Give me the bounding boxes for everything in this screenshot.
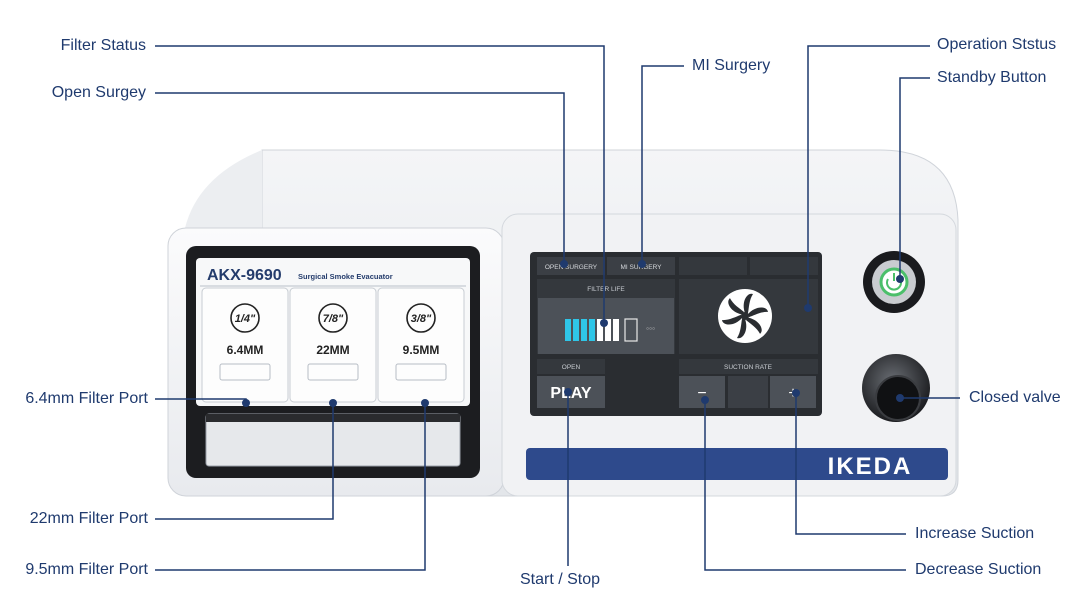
port-mm-label: 22MM [316,343,349,357]
callout-operation-status: Operation Ststus [937,36,1057,53]
port-size-label: 1/4" [235,313,256,325]
filter-life-bar [589,319,595,341]
leader-increase [795,394,906,535]
tab-open-surgery[interactable] [537,257,605,275]
decrease-suction-button[interactable] [679,376,725,408]
port-size-circle [230,303,260,333]
callout-open-surgey: Open Surgey [51,84,146,101]
filter-life-label: FILTER LIFE [587,286,625,293]
standby-button[interactable] [863,251,925,313]
leader-open-surgey [155,92,565,263]
port-size-circle [318,303,348,333]
filter-life-bar [565,319,571,341]
filter-life-bar [613,319,619,341]
filter-port-95[interactable]: 3/8" 9.5MM [377,287,465,403]
device-left-bevel [185,150,262,228]
callout-mi-surgery: MI Surgery [692,57,771,74]
filter-icon-dots: ○○○ [646,326,655,332]
leader-mi-surgery [641,65,684,263]
callout-standby-button: Standby Button [937,69,1047,86]
port-mm-label: 9.5MM [403,343,440,357]
leader-standby [899,77,930,278]
callout-start-stop: Start / Stop [520,571,601,588]
tab-blank-1 [679,257,747,275]
filter-cartridge-icon [624,318,638,342]
callout-increase-suction: Increase Suction [915,525,1035,542]
callout-closed-valve: Closed valve [969,389,1061,406]
port-slot [219,363,271,381]
fan-icon [718,289,772,343]
suction-level-display [728,376,768,408]
filter-port-64[interactable]: 1/4" 6.4MM [201,287,289,403]
brand-plate [526,448,948,480]
callout-filter-port-22: 22mm Filter Port [29,510,148,527]
brand-logo-text: IKEDA [828,453,913,480]
leader-port-22 [155,402,334,520]
filter-cartridge: AKX-9690 Surgical Smoke Evacuator 1/4" 6… [186,246,480,478]
port-size-label: 7/8" [323,313,344,325]
model-label: AKX-9690 [207,267,282,284]
filter-port-22[interactable]: 7/8" 22MM [289,287,377,403]
port-mm-label: 6.4MM [227,343,264,357]
suction-rate-label-box [679,359,818,374]
tab-open-surgery-label: OPEN SURGERY [545,264,598,271]
port-slot [307,363,359,381]
model-subtitle: Surgical Smoke Evacuator [298,272,393,281]
port-size-label: 3/8" [411,313,432,325]
callout-filter-port-64: 6.4mm Filter Port [25,390,148,407]
tab-blank-2 [750,257,818,275]
brand-bar: IKEDA [526,448,948,480]
leader-filter-status [155,45,605,322]
closed-valve-knob[interactable] [862,354,930,422]
callout-filter-port-95: 9.5mm Filter Port [25,561,148,578]
leader-port-95 [155,402,426,571]
port-slot [395,363,447,381]
leader-operation-status [807,45,930,307]
filter-life-bar [573,319,579,341]
leader-dots [242,260,904,407]
callout-decrease-suction: Decrease Suction [915,561,1042,578]
mode-label: OPEN [562,364,581,371]
leader-decrease [704,400,906,571]
filter-life-bar [597,319,603,341]
port-size-circle [406,303,436,333]
standby-led [879,267,909,297]
decrease-suction-label: − [697,385,706,402]
filter-life-bars [565,319,619,341]
display-screen: OPEN SURGERY MI SURGERY FILTER LIFE ○○○ … [530,252,822,416]
filter-life-bar [581,319,587,341]
port-card [377,287,465,403]
leader-lines [155,45,960,571]
filter-life-bar [605,319,611,341]
callout-filter-status: Filter Status [60,37,146,54]
mode-label-box [537,359,605,374]
suction-rate-label: SUCTION RATE [724,364,773,371]
